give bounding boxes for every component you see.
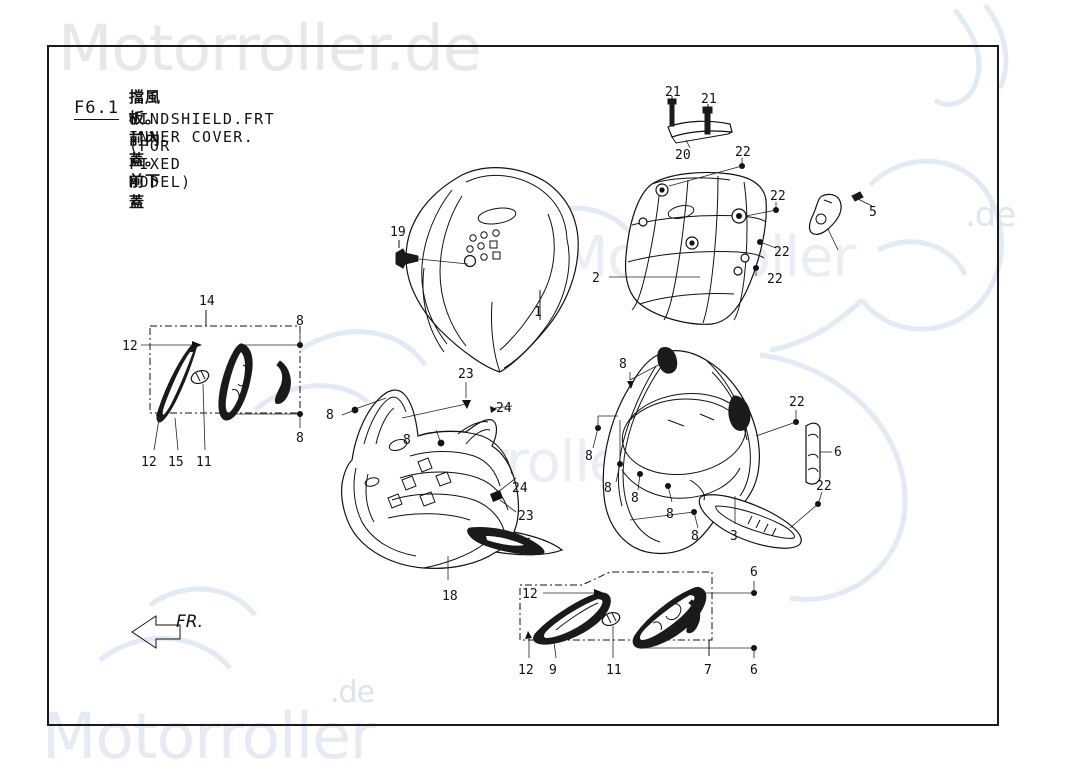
callout-22-d: 22 — [767, 272, 783, 287]
callout-14: 14 — [199, 294, 215, 309]
callout-6-right: 6 — [834, 445, 842, 460]
callout-12-left: 12 — [122, 339, 138, 354]
callout-21-right: 21 — [701, 92, 717, 107]
part-screw-5 — [851, 191, 873, 207]
part-gasket-curve-right — [686, 599, 701, 634]
callout-19: 19 — [390, 225, 406, 240]
part-screws-22-group-bottom — [755, 410, 823, 529]
callout-12-right: 12 — [522, 587, 538, 602]
callout-8-ic-c: 8 — [604, 481, 612, 496]
callout-22-c: 22 — [774, 245, 790, 260]
callout-6-rm-top: 6 — [750, 565, 758, 580]
callout-8-ic-f: 8 — [691, 529, 699, 544]
title-subtitle: (FOR FIXED MODEL) — [129, 137, 192, 191]
part-rubber-strip-6 — [805, 422, 821, 485]
part-windshield-1 — [405, 167, 579, 373]
callout-23-top: 23 — [458, 367, 474, 382]
title-chinese: 擋風板。前內蓋。前下蓋 — [129, 88, 162, 211]
part-screw-19 — [395, 240, 469, 269]
callout-22-f: 22 — [816, 479, 832, 494]
part-lens-12-right — [601, 611, 621, 627]
callout-8-cover-b: 8 — [326, 408, 334, 423]
callout-6-rm-bottom: 6 — [750, 663, 758, 678]
callout-3: 3 — [730, 529, 738, 544]
callout-22-b: 22 — [770, 189, 786, 204]
callout-8-left-bottom: 8 — [296, 431, 304, 446]
part-mirror-body-11-left — [218, 343, 253, 421]
callout-8-ic-d: 8 — [631, 491, 639, 506]
callout-23-bottom: 23 — [518, 509, 534, 524]
callout-7: 7 — [704, 663, 712, 678]
part-gasket-curve-left — [274, 360, 291, 404]
callout-1: 1 — [534, 305, 542, 320]
part-screws-22-group-top — [668, 158, 779, 276]
callout-12-right-bottom: 12 — [518, 663, 534, 678]
callout-11-right: 11 — [606, 663, 622, 678]
callout-11-left: 11 — [196, 455, 212, 470]
callout-9: 9 — [549, 663, 557, 678]
callout-24-top: 24 — [496, 401, 512, 416]
part-screw-21-right — [702, 104, 713, 135]
title-english: WINDSHIELD.FRT INNER COVER. — [129, 110, 276, 146]
part-bracket-20 — [667, 120, 733, 144]
fr-label: FR. — [176, 612, 203, 632]
callout-5: 5 — [869, 205, 877, 220]
part-frt-inner-cover-2 — [624, 171, 767, 325]
callout-21-left: 21 — [665, 85, 681, 100]
callout-24-bottom: 24 — [512, 481, 528, 496]
callout-8-cover-a: 8 — [403, 433, 411, 448]
part-mirror-cover-15 — [156, 342, 198, 423]
callout-2: 2 — [592, 271, 600, 286]
callout-8-left-top: 8 — [296, 314, 304, 329]
part-screw-21-left — [667, 96, 677, 127]
part-mirror-cover-9 — [533, 592, 611, 645]
part-clip-bracket — [808, 193, 842, 235]
part-lens-12-left — [190, 369, 210, 385]
part-screws-8-inner-cover — [592, 362, 699, 529]
callout-22-a: 22 — [735, 145, 751, 160]
callout-8-ic-a: 8 — [619, 357, 627, 372]
callout-15: 15 — [168, 455, 184, 470]
callout-18: 18 — [442, 589, 458, 604]
drawing-frame-border — [47, 45, 999, 726]
leader-lines-right-group — [525, 581, 757, 659]
callout-12-left-bottom: 12 — [141, 455, 157, 470]
callout-20: 20 — [675, 148, 691, 163]
callout-8-ic-e: 8 — [666, 507, 674, 522]
front-direction-indicator: FR. — [128, 608, 258, 662]
callout-8-ic-b: 8 — [585, 449, 593, 464]
callout-22-e: 22 — [789, 395, 805, 410]
section-code: F6.1 — [74, 98, 119, 120]
part-front-lower-cover-18 — [341, 389, 564, 569]
